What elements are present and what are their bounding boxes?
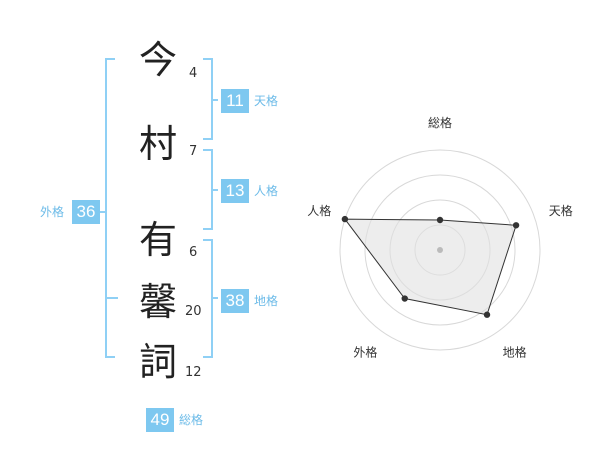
name-char-4: 馨 xyxy=(138,280,177,324)
radar-ring-4 xyxy=(339,149,541,351)
tenkaku-label: 天格 xyxy=(254,94,279,108)
radar-axis-label-5: 人格 xyxy=(307,203,331,218)
name-char-1: 今 xyxy=(138,38,177,82)
gaikaku-label: 外格 xyxy=(40,205,65,219)
radar-axis-label-4: 外格 xyxy=(353,345,377,360)
gaikaku-value: 36 xyxy=(72,200,100,224)
gaikaku-bracket xyxy=(105,58,115,358)
name-char-2: 村 xyxy=(138,122,177,166)
radar-point-4 xyxy=(401,295,408,302)
name-char-3: 有 xyxy=(138,218,177,262)
stroke-count-4: 20 xyxy=(185,304,202,319)
stroke-count-2: 7 xyxy=(189,144,198,159)
stroke-count-3: 6 xyxy=(189,245,198,260)
soukaku-label: 総格 xyxy=(179,413,204,427)
jinkaku-value: 13 xyxy=(221,179,249,203)
radar-axis-label-1: 総格 xyxy=(428,115,452,130)
radar-ring-3 xyxy=(364,174,516,326)
radar-series-polygon xyxy=(343,218,517,316)
radar-point-2 xyxy=(512,222,520,229)
name-char-5: 詞 xyxy=(138,340,177,384)
radar-point-3 xyxy=(483,311,491,318)
soukaku-value: 49 xyxy=(146,408,174,432)
stroke-count-5: 12 xyxy=(185,365,202,380)
radar-point-5 xyxy=(341,215,349,223)
radar-axis-label-3: 地格 xyxy=(503,345,527,360)
jinkaku-label: 人格 xyxy=(254,184,279,198)
tenkaku-value: 11 xyxy=(221,89,249,113)
stroke-count-1: 4 xyxy=(189,66,198,81)
chikaku-label: 地格 xyxy=(254,294,279,308)
radar-center-dot xyxy=(437,247,443,253)
radar-point-1 xyxy=(436,216,444,224)
chikaku-value: 38 xyxy=(221,289,249,313)
radar-axis-label-2: 天格 xyxy=(549,203,573,218)
